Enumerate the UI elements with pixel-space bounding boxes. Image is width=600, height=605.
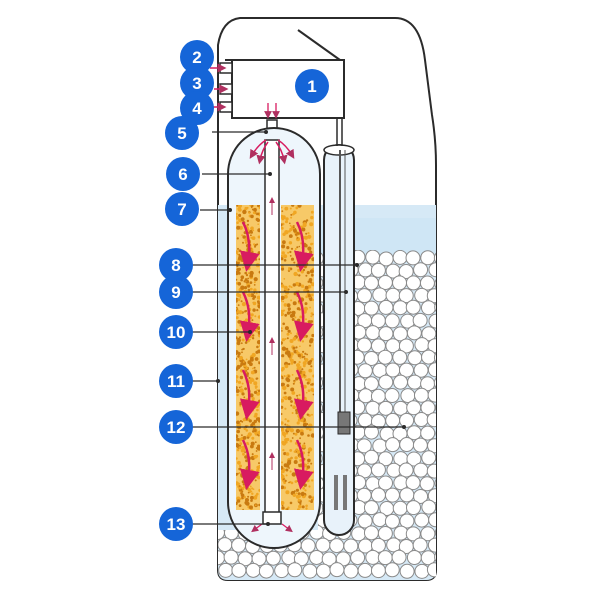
leader-lines bbox=[190, 131, 404, 525]
callout-13: 13 bbox=[159, 507, 193, 541]
callout-8-label: 8 bbox=[171, 256, 180, 275]
port-outlet bbox=[214, 83, 233, 95]
callout-1: 1 bbox=[295, 69, 329, 103]
callout-4: 4 bbox=[180, 91, 214, 125]
port-drain bbox=[212, 101, 233, 113]
callout-12: 12 bbox=[159, 410, 193, 444]
callout-10-label: 10 bbox=[167, 323, 186, 342]
top-distributor-arrows bbox=[249, 139, 295, 165]
callout-11: 11 bbox=[159, 364, 193, 398]
callout-13-label: 13 bbox=[167, 515, 186, 534]
callout-3: 3 bbox=[180, 66, 214, 100]
port-inlet bbox=[210, 62, 233, 74]
callout-9-label: 9 bbox=[171, 283, 180, 302]
bottom-distributor bbox=[251, 511, 293, 533]
callout-2-label: 2 bbox=[192, 48, 201, 67]
callout-9: 9 bbox=[159, 275, 193, 309]
callout-1-label: 1 bbox=[307, 77, 316, 96]
callout-3-label: 3 bbox=[192, 74, 201, 93]
callout-8: 8 bbox=[159, 248, 193, 282]
callout-11-label: 11 bbox=[167, 372, 185, 391]
callout-6-label: 6 bbox=[178, 165, 187, 184]
callout-7: 7 bbox=[165, 192, 199, 226]
callout-5-label: 5 bbox=[177, 124, 186, 143]
callout-5: 5 bbox=[165, 116, 199, 150]
callout-4-label: 4 bbox=[192, 99, 202, 118]
callout-12-label: 12 bbox=[167, 418, 186, 437]
callout-2: 2 bbox=[180, 40, 214, 74]
callout-7-label: 7 bbox=[177, 200, 186, 219]
downflow-arrows bbox=[239, 221, 314, 490]
callout-6: 6 bbox=[166, 157, 200, 191]
brine-valve bbox=[334, 150, 351, 510]
resin-column bbox=[281, 205, 314, 510]
callout-10: 10 bbox=[159, 315, 193, 349]
